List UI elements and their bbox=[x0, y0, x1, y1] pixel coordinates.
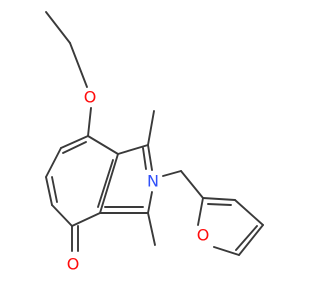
bond-ethyl-ch2-o bbox=[69, 42, 88, 88]
bond-c8a-c3a bbox=[99, 153, 119, 214]
bond-furan-c5-o bbox=[213, 246, 240, 256]
carbonyl-oxygen-label: O bbox=[67, 255, 80, 274]
structure-diagram: O N O O bbox=[45, 11, 264, 274]
ethoxy-oxygen-label: O bbox=[84, 88, 97, 107]
bond-c8-c8a bbox=[87, 135, 119, 155]
bond-n-ch2 bbox=[162, 170, 182, 177]
bond-furan-o-c2 bbox=[197, 197, 204, 226]
bond-c1-n bbox=[147, 144, 153, 171]
bond-c7-c6 bbox=[45, 147, 62, 178]
bond-c1-n-double bbox=[142, 147, 147, 170]
bond-furan-c4-c5-double bbox=[235, 225, 258, 251]
bond-furan-c2-c3-double bbox=[207, 203, 232, 206]
bond-c3-methyl bbox=[147, 212, 156, 246]
bond-n-c3 bbox=[147, 191, 153, 214]
bond-c4-c3a bbox=[71, 212, 101, 227]
bond-furan-c4-c5 bbox=[238, 224, 264, 256]
bond-c1-methyl bbox=[147, 110, 155, 146]
nitrogen-label: N bbox=[147, 172, 159, 191]
bond-c8-c7-double bbox=[62, 141, 87, 154]
bond-c8a-c1 bbox=[117, 144, 149, 155]
bond-c6-c5 bbox=[45, 176, 53, 206]
bond-c8-c7 bbox=[60, 135, 89, 149]
bond-ethyl-ch3-ch2 bbox=[45, 11, 71, 44]
bond-o-c8 bbox=[87, 107, 92, 137]
furan-oxygen-label: O bbox=[197, 226, 210, 245]
bond-c5-c4 bbox=[51, 204, 73, 227]
bond-c6-c5-double bbox=[51, 176, 58, 203]
bond-ch2-furan bbox=[180, 170, 204, 199]
bond-c8a-c3a-double bbox=[97, 159, 114, 208]
molecule-canvas: O N O O bbox=[45, 11, 264, 274]
bond-furan-c2-c3 bbox=[202, 197, 236, 201]
bond-furan-c3-c4 bbox=[234, 199, 264, 226]
